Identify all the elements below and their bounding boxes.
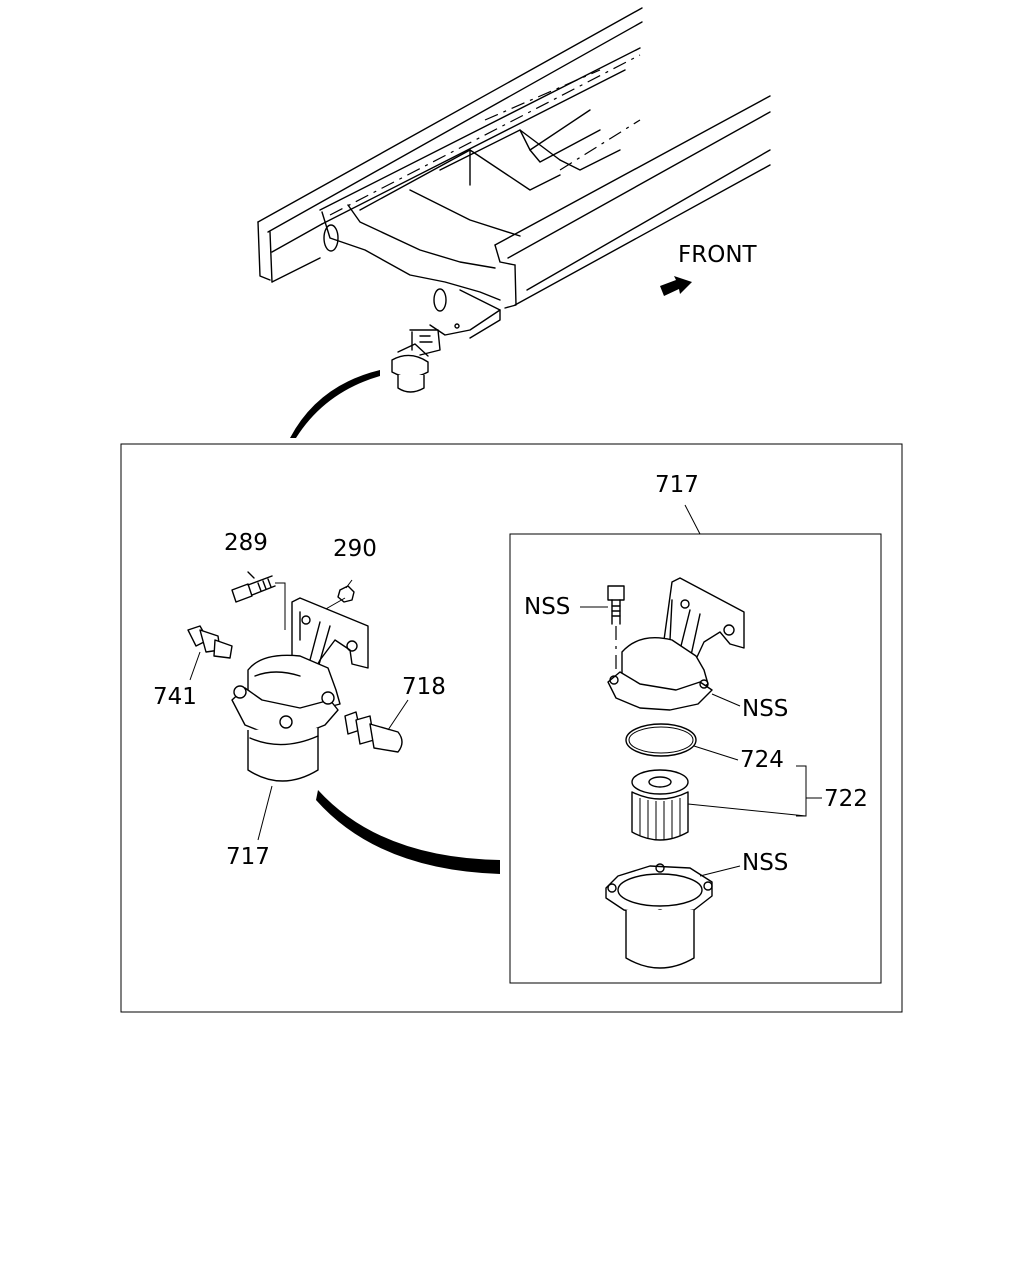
label-nss-bowl: NSS [742,850,788,876]
label-290: 290 [333,536,377,562]
label-722: 722 [824,786,868,812]
fitting-741 [187,625,233,659]
sensor-718 [344,711,403,753]
nss-bolt [607,585,625,625]
vehicle-frame [257,7,771,339]
label-nss-bolt: NSS [524,594,570,620]
label-717-main: 717 [226,844,270,870]
label-nss-housing: NSS [742,696,788,722]
frame-mounted-filter [391,323,460,393]
o-ring-724 [625,723,697,757]
label-724: 724 [740,747,784,773]
fuel-filter-assembly [231,597,369,782]
label-741: 741 [153,684,197,710]
bolt-289 [231,571,276,603]
filter-head [607,577,745,711]
label-718: 718 [402,674,446,700]
label-289: 289 [224,530,268,556]
nut-290 [337,585,355,603]
assembly-detail-box [120,443,903,1013]
frame-to-detail-leader [290,370,380,438]
exploded-view-box [509,533,882,984]
arrow-right-icon [660,276,692,296]
front-label: FRONT [678,242,758,268]
filter-element-722 [631,769,689,841]
assembly-to-exploded-leader [316,790,500,874]
label-717-detail: 717 [655,472,699,498]
filter-bowl [605,863,713,969]
